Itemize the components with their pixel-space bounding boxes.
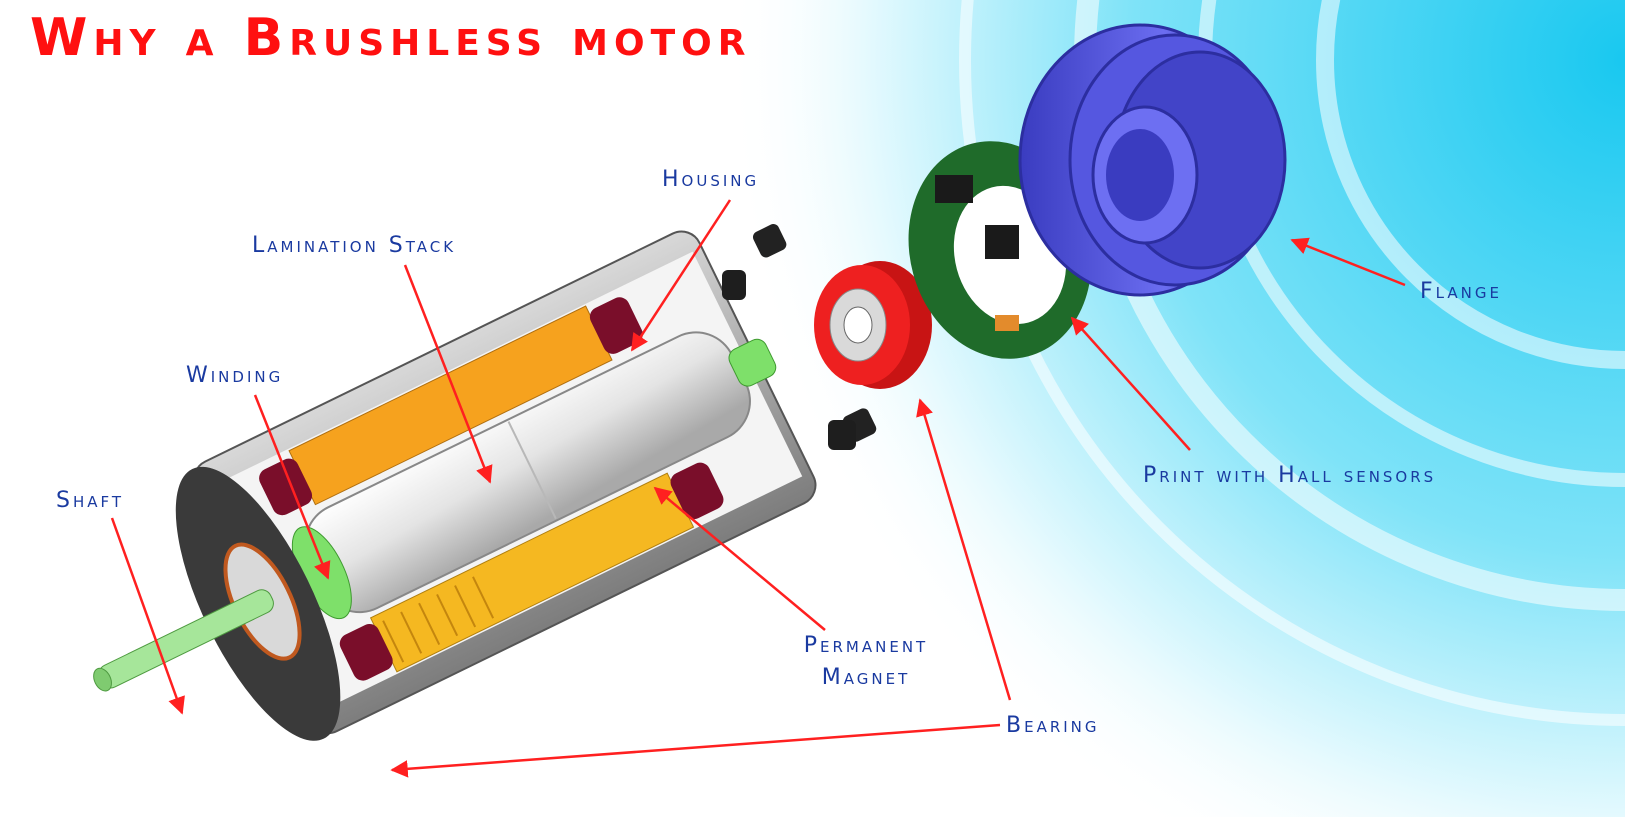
label-lamination-stack: Lamination Stack: [252, 233, 457, 258]
arrow-permanent-magnet: [653, 486, 826, 631]
arrow-print-hall: [1070, 316, 1191, 451]
arrow-bearing-rear: [916, 398, 1012, 701]
label-permanent-magnet: Permanent Magnet: [803, 633, 929, 690]
winding-bottom-left: [339, 623, 393, 681]
motor-body: [93, 224, 877, 741]
label-winding: Winding: [186, 363, 284, 388]
label-print-hall-sensors: Print with Hall sensors: [1143, 463, 1437, 488]
arrow-winding: [253, 394, 331, 580]
page-title: Why a Brushless motor: [30, 8, 752, 68]
rear-bearing: [814, 261, 932, 389]
label-flange: Flange: [1420, 279, 1502, 304]
flange: [1018, 23, 1287, 297]
arrow-shaft: [110, 517, 185, 715]
arrow-lamination-stack: [403, 264, 493, 484]
arrow-bearing-front: [390, 723, 1001, 778]
label-bearing: Bearing: [1006, 713, 1100, 738]
label-housing: Housing: [662, 167, 760, 192]
screw-loose-1: [722, 270, 746, 300]
callout-arrows: [110, 199, 1406, 778]
winding-bottom-right: [670, 462, 724, 520]
arrow-flange: [1290, 237, 1406, 287]
rotor-cap-right: [728, 338, 777, 387]
label-shaft: Shaft: [56, 488, 125, 513]
winding-top-left: [259, 458, 313, 516]
screw-top: [752, 224, 787, 258]
screw-loose-2: [828, 420, 856, 450]
arrow-housing: [630, 199, 732, 352]
winding-top-right: [589, 297, 643, 354]
